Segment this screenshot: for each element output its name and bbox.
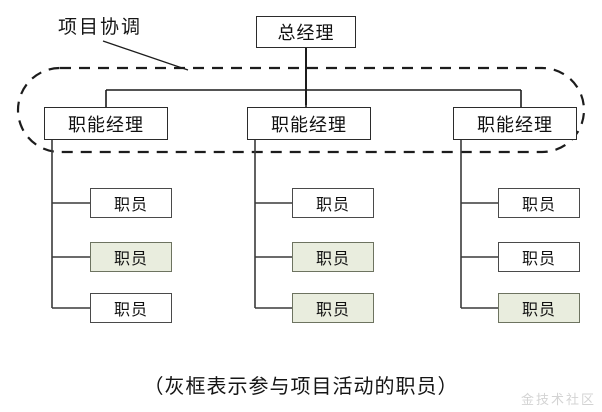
node-staff-2-2[interactable]: 职员 xyxy=(292,242,374,272)
project-coordination-label: 项目协调 xyxy=(58,17,143,38)
node-functional-manager-1[interactable]: 职能经理 xyxy=(44,107,168,140)
node-staff-3-2[interactable]: 职员 xyxy=(498,242,580,272)
watermark-text: 金技术社区 xyxy=(520,392,596,407)
node-staff-1-2[interactable]: 职员 xyxy=(90,242,172,272)
node-functional-manager-3[interactable]: 职能经理 xyxy=(453,107,577,140)
coordination-leader-line xyxy=(102,40,189,71)
node-staff-1-3[interactable]: 职员 xyxy=(90,293,172,323)
node-staff-1-1[interactable]: 职员 xyxy=(90,188,172,218)
node-staff-3-1[interactable]: 职员 xyxy=(498,188,580,218)
node-general-manager[interactable]: 总经理 xyxy=(256,16,356,48)
project-coordination-boundary xyxy=(16,66,586,154)
node-staff-3-3[interactable]: 职员 xyxy=(498,293,580,323)
node-staff-2-1[interactable]: 职员 xyxy=(292,188,374,218)
diagram-caption: （灰框表示参与项目活动的职员） xyxy=(143,376,459,398)
node-staff-2-3[interactable]: 职员 xyxy=(292,293,374,323)
node-functional-manager-2[interactable]: 职能经理 xyxy=(247,107,371,140)
